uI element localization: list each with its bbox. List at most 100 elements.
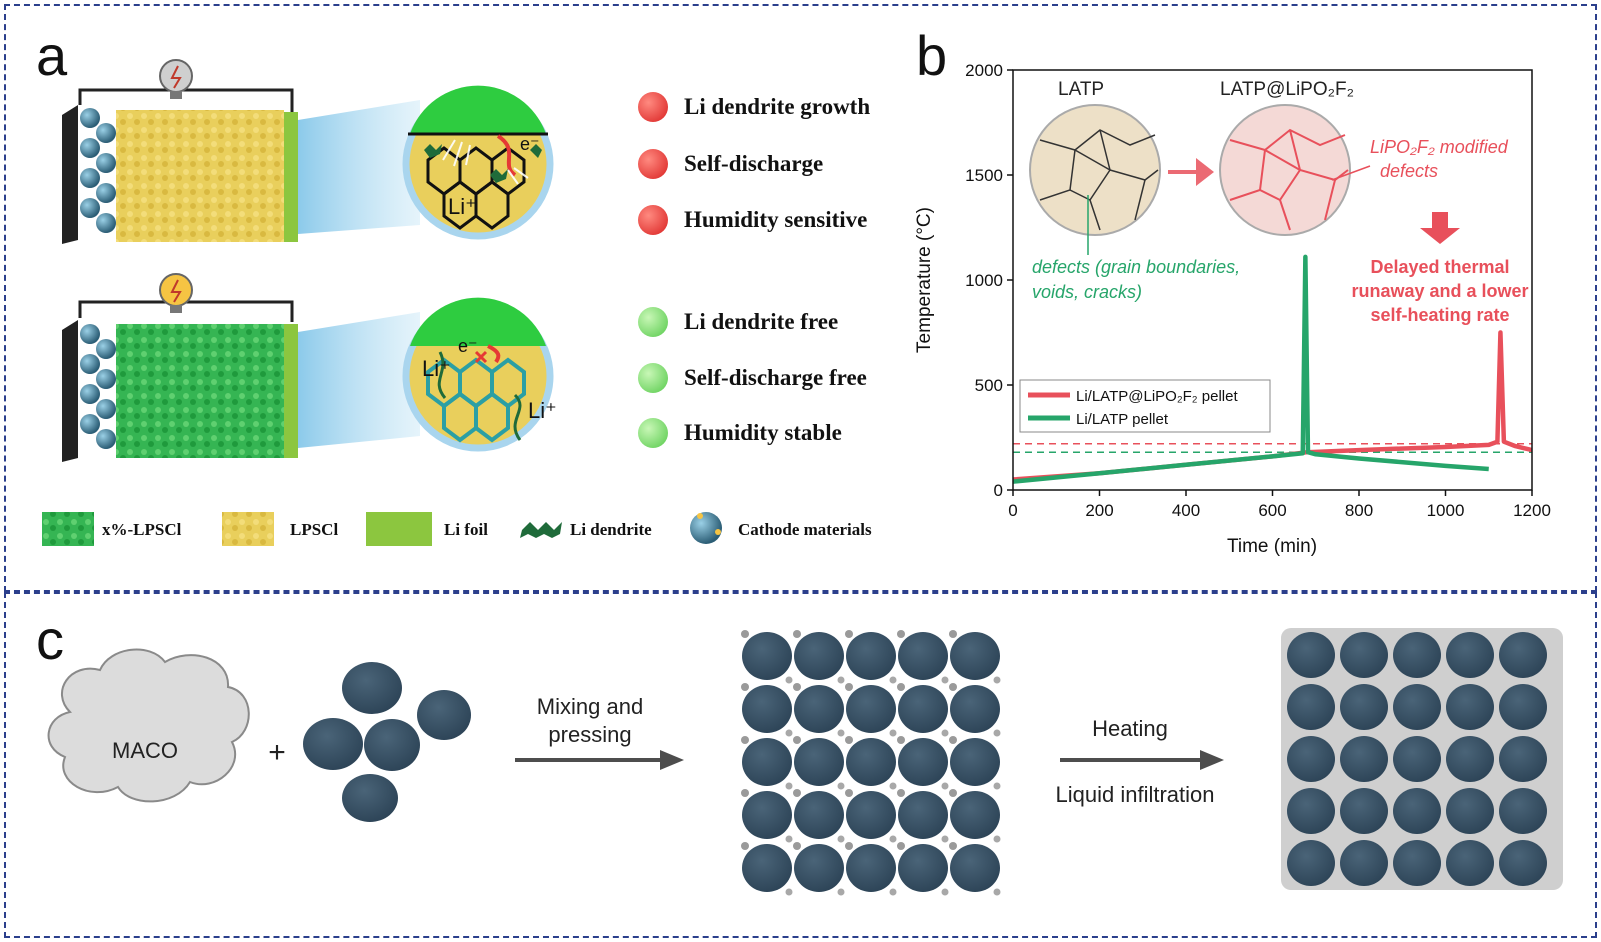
particle [1499, 736, 1547, 782]
maco-grain [837, 782, 845, 790]
maco-cloud [47, 648, 250, 803]
particle [742, 738, 792, 786]
x-tick-label: 800 [1345, 501, 1373, 520]
status-text: Humidity stable [684, 420, 842, 445]
legend-label-cathode: Cathode materials [738, 520, 872, 539]
particle [794, 685, 844, 733]
legend-label-modified: Li/LATP@LiPO₂F₂ pellet [1076, 388, 1238, 405]
maco-grain [889, 729, 897, 737]
maco-grain [889, 782, 897, 790]
particle [1287, 840, 1335, 886]
particle [950, 685, 1000, 733]
maco-grain [993, 888, 1001, 896]
y-tick-label: 1500 [965, 166, 1003, 185]
particle [742, 632, 792, 680]
panel-c-diagram [47, 628, 1563, 896]
y-tick-label: 500 [975, 376, 1003, 395]
series-line-latp [1012, 254, 1489, 484]
li-ion-label-bottom-2: Li⁺ [528, 398, 557, 423]
maco-grain [889, 835, 897, 843]
particle [1393, 684, 1441, 730]
latp-label: LATP [1058, 79, 1104, 100]
active-material-particles [303, 662, 471, 822]
modified-defects-label-1: LiPO₂F₂ modified [1370, 137, 1509, 157]
arrow-heating-icon [1060, 750, 1224, 770]
panel-c-frame [4, 592, 1597, 938]
particle [1446, 736, 1494, 782]
step-infiltration-label: Liquid infiltration [1055, 782, 1215, 807]
latp-modified-grain-diagram [1219, 104, 1351, 236]
particle [950, 791, 1000, 839]
status-text: Self-discharge [684, 151, 824, 176]
maco-grain [949, 683, 957, 691]
particle [1340, 632, 1388, 678]
legend-label-lpscl: LPSCl [290, 520, 339, 539]
legend-swatch-li-dendrite [520, 522, 562, 538]
particle [898, 791, 948, 839]
maco-grain [897, 630, 905, 638]
bulb-off-icon [159, 59, 193, 99]
maco-grain [793, 789, 801, 797]
particle [846, 685, 896, 733]
maco-grain [949, 736, 957, 744]
maco-grain [941, 888, 949, 896]
particle [1499, 684, 1547, 730]
legend-label-li-foil: Li foil [444, 520, 488, 539]
modified-defects-label-2: defects [1380, 161, 1438, 181]
maco-grain [949, 842, 957, 850]
legend-label-li-dendrite: Li dendrite [570, 520, 652, 539]
step-heating-label: Heating [1092, 716, 1168, 741]
step-mixing-label-1: Mixing and [536, 694, 644, 719]
status-text: Li dendrite free [684, 309, 839, 334]
plus-sign: + [268, 736, 286, 769]
maco-grain [845, 736, 853, 744]
maco-label: MACO [112, 738, 178, 763]
defects-label-1: defects (grain boundaries, [1032, 257, 1240, 277]
maco-grain [993, 676, 1001, 684]
maco-grain [941, 782, 949, 790]
x-tick-label: 1000 [1427, 501, 1465, 520]
bottom-zoom-circle [402, 297, 554, 452]
y-axis-label: Temperature (°C) [914, 207, 935, 353]
panel-label-b: b [916, 24, 948, 87]
status-dot-good [638, 418, 668, 448]
maco-grain [741, 736, 749, 744]
maco-grain [993, 729, 1001, 737]
maco-grain [949, 789, 957, 797]
maco-grain [837, 888, 845, 896]
particle [1499, 788, 1547, 834]
particle [794, 791, 844, 839]
status-dot-bad [638, 149, 668, 179]
maco-grain [785, 729, 793, 737]
legend-label-x-lpscl: x%-LPSCl [102, 520, 182, 539]
particle [898, 738, 948, 786]
maco-grain [845, 842, 853, 850]
x-tick-label: 0 [1008, 501, 1017, 520]
maco-grain [785, 835, 793, 843]
panel-a-illustration: e⁻ Li⁺ [42, 59, 722, 546]
maco-grain [897, 683, 905, 691]
delayed-label-3: self-heating rate [1370, 305, 1509, 325]
maco-grain [897, 842, 905, 850]
status-dot-bad [638, 92, 668, 122]
maco-grain [845, 683, 853, 691]
maco-grain [837, 676, 845, 684]
maco-grain [941, 835, 949, 843]
particle [1393, 632, 1441, 678]
particle [1499, 632, 1547, 678]
x-tick-label: 400 [1172, 501, 1200, 520]
delayed-label-1: Delayed thermal [1370, 257, 1509, 277]
maco-grain [741, 683, 749, 691]
particle [898, 844, 948, 892]
particle [950, 844, 1000, 892]
latp-modified-label: LATP@LiPO₂F₂ [1220, 79, 1354, 100]
particle [742, 844, 792, 892]
particle [1393, 788, 1441, 834]
maco-grain [889, 888, 897, 896]
particle [898, 632, 948, 680]
panel-label-a: a [36, 24, 68, 87]
particle [1393, 840, 1441, 886]
maco-grain [793, 736, 801, 744]
particle [1340, 736, 1388, 782]
maco-grain [837, 729, 845, 737]
